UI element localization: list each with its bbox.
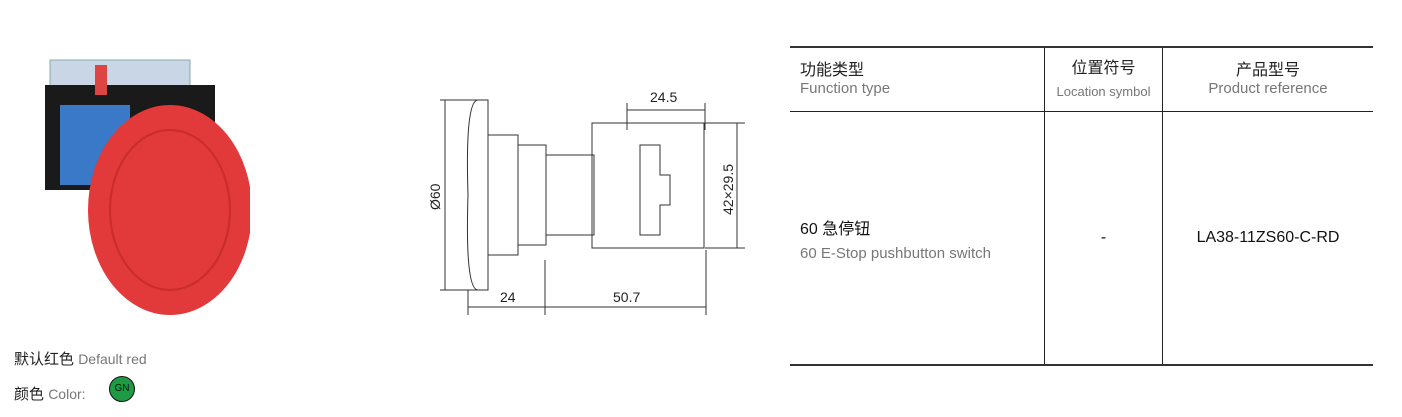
dim-body-length: 50.7 xyxy=(613,289,640,305)
header-location-symbol: 位置符号 Location symbol xyxy=(1044,47,1163,112)
cell-location-symbol: - xyxy=(1044,111,1163,365)
header-en: Location symbol xyxy=(1056,84,1151,99)
dim-body-width: 24.5 xyxy=(650,89,677,105)
cell-product-reference: LA38-11ZS60-C-RD xyxy=(1162,111,1373,365)
dimension-drawing: 24.5 42×29.5 Ø60 24 50.7 xyxy=(427,89,745,315)
product-photo xyxy=(45,59,250,315)
header-cn: 位置符号 xyxy=(1071,60,1136,77)
function-cn: 60 急停钮 xyxy=(800,220,871,238)
dim-head-depth: 24 xyxy=(500,289,516,305)
function-en: 60 E-Stop pushbutton switch xyxy=(800,244,991,262)
header-en: Product reference xyxy=(1208,80,1328,97)
header-cn: 产品型号 xyxy=(1235,62,1300,79)
table-row: 60 急停钮 60 E-Stop pushbutton switch - LA38… xyxy=(790,111,1373,366)
header-en: Function type xyxy=(800,80,891,97)
dim-body-section: 42×29.5 xyxy=(720,164,736,215)
default-color-en: Default red xyxy=(78,351,147,367)
default-color-label: 默认红色 Default red xyxy=(14,348,147,369)
cell-function: 60 急停钮 60 E-Stop pushbutton switch xyxy=(790,112,1045,366)
dim-diameter: Ø60 xyxy=(427,183,443,210)
color-en: Color: xyxy=(48,386,86,402)
color-cn: 颜色 xyxy=(14,386,45,403)
color-badge-green[interactable]: GN xyxy=(109,376,135,402)
default-color-cn: 默认红色 xyxy=(14,351,75,368)
color-label: 颜色 Color: xyxy=(14,383,86,404)
header-cn: 功能类型 xyxy=(800,62,865,79)
